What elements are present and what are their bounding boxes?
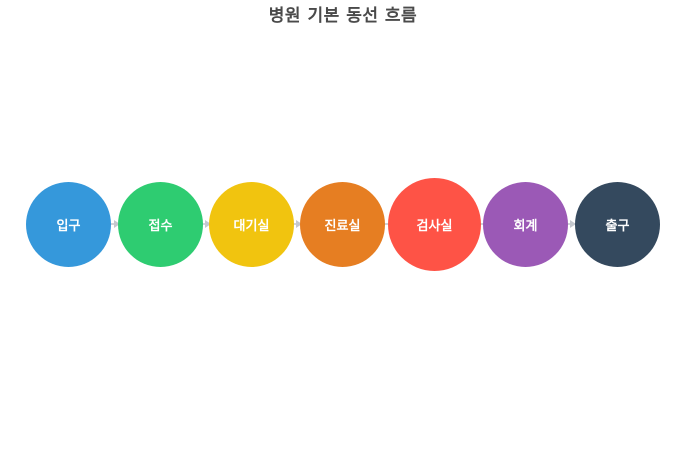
node-label: 입구	[56, 219, 81, 234]
arrowhead-1	[114, 220, 120, 228]
connector-5	[480, 223, 484, 225]
node-label: 대기실	[233, 219, 270, 234]
arrowhead-6	[570, 220, 576, 228]
node-exit: 출구	[575, 182, 660, 267]
node-label: 접수	[148, 219, 173, 234]
node-billing: 회계	[483, 182, 568, 267]
node-label: 출구	[605, 219, 630, 234]
node-waiting-room: 대기실	[209, 182, 294, 267]
node-reception: 접수	[118, 182, 203, 267]
node-entrance: 입구	[26, 182, 111, 267]
diagram-title: 병원 기본 동선 흐름	[268, 6, 418, 26]
node-consultation-room: 진료실	[300, 182, 385, 267]
connector-4	[384, 223, 388, 225]
node-exam-room: 검사실	[388, 178, 481, 271]
node-label: 검사실	[416, 219, 453, 234]
arrowhead-3	[296, 220, 302, 228]
node-label: 회계	[513, 219, 538, 234]
arrowhead-2	[205, 220, 211, 228]
node-label: 진료실	[324, 219, 361, 234]
